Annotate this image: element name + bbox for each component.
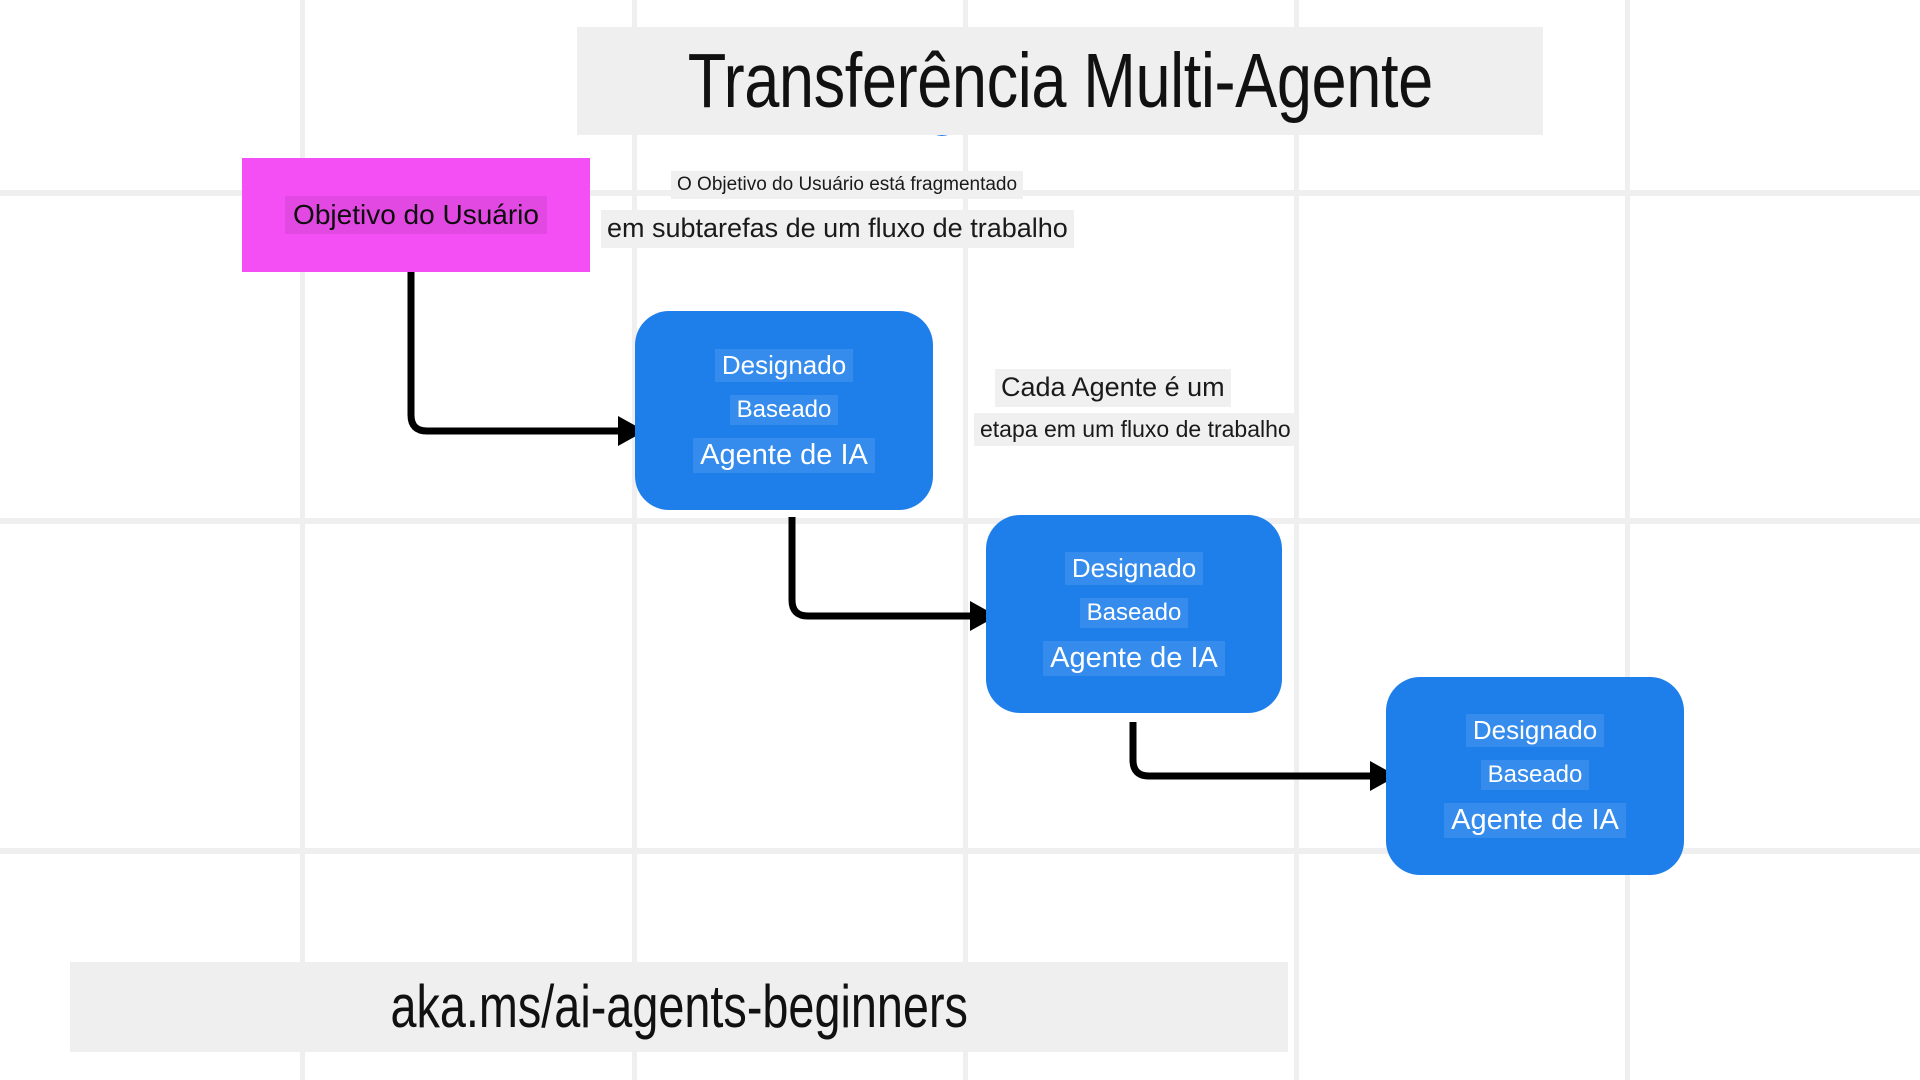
- gridline-vertical: [963, 0, 968, 1080]
- annotation-workflow-step[interactable]: etapa em um fluxo de trabalho: [974, 413, 1297, 446]
- annotation-fragmented[interactable]: O Objetivo do Usuário está fragmentado: [671, 171, 1024, 199]
- annotation-each-agent[interactable]: Cada Agente é um: [995, 369, 1231, 407]
- node-agent-2-line-2: Baseado: [1079, 598, 1189, 628]
- node-agent-3-line-2: Baseado: [1480, 760, 1590, 790]
- node-agent-3[interactable]: Designado Baseado Agente de IA: [1386, 677, 1684, 875]
- node-agent-3-line-3: Agente de IA: [1444, 803, 1626, 838]
- node-agent-2-line-3: Agente de IA: [1043, 641, 1225, 676]
- connector-line: [788, 517, 972, 620]
- annotation-subtasks[interactable]: em subtarefas de um fluxo de trabalho: [601, 210, 1074, 248]
- gridline-vertical: [1294, 0, 1299, 1080]
- gridline-horizontal: [0, 518, 1920, 524]
- page-title-text: Transferência Multi-Agente: [687, 37, 1433, 124]
- gridline-vertical: [632, 0, 637, 1080]
- connector-line: [1129, 722, 1372, 780]
- footer-url[interactable]: aka.ms/ai-agents-beginners: [70, 962, 1288, 1052]
- node-user-goal-label: Objetivo do Usuário: [285, 196, 547, 234]
- gridline-vertical: [1625, 0, 1630, 1080]
- node-agent-3-line-1: Designado: [1465, 714, 1605, 747]
- node-agent-2-line-1: Designado: [1064, 552, 1204, 585]
- page-title[interactable]: Transferência Multi-Agente: [577, 27, 1543, 135]
- footer-url-text: aka.ms/ai-agents-beginners: [390, 973, 968, 1040]
- node-agent-1-line-1: Designado: [714, 348, 854, 382]
- node-user-goal[interactable]: Objetivo do Usuário: [242, 158, 590, 272]
- node-agent-1-line-3: Agente de IA: [693, 437, 875, 473]
- node-agent-2[interactable]: Designado Baseado Agente de IA: [986, 515, 1282, 713]
- node-agent-1-line-2: Baseado: [729, 394, 839, 425]
- connector-line: [407, 272, 620, 435]
- node-agent-1[interactable]: Designado Baseado Agente de IA: [635, 311, 933, 510]
